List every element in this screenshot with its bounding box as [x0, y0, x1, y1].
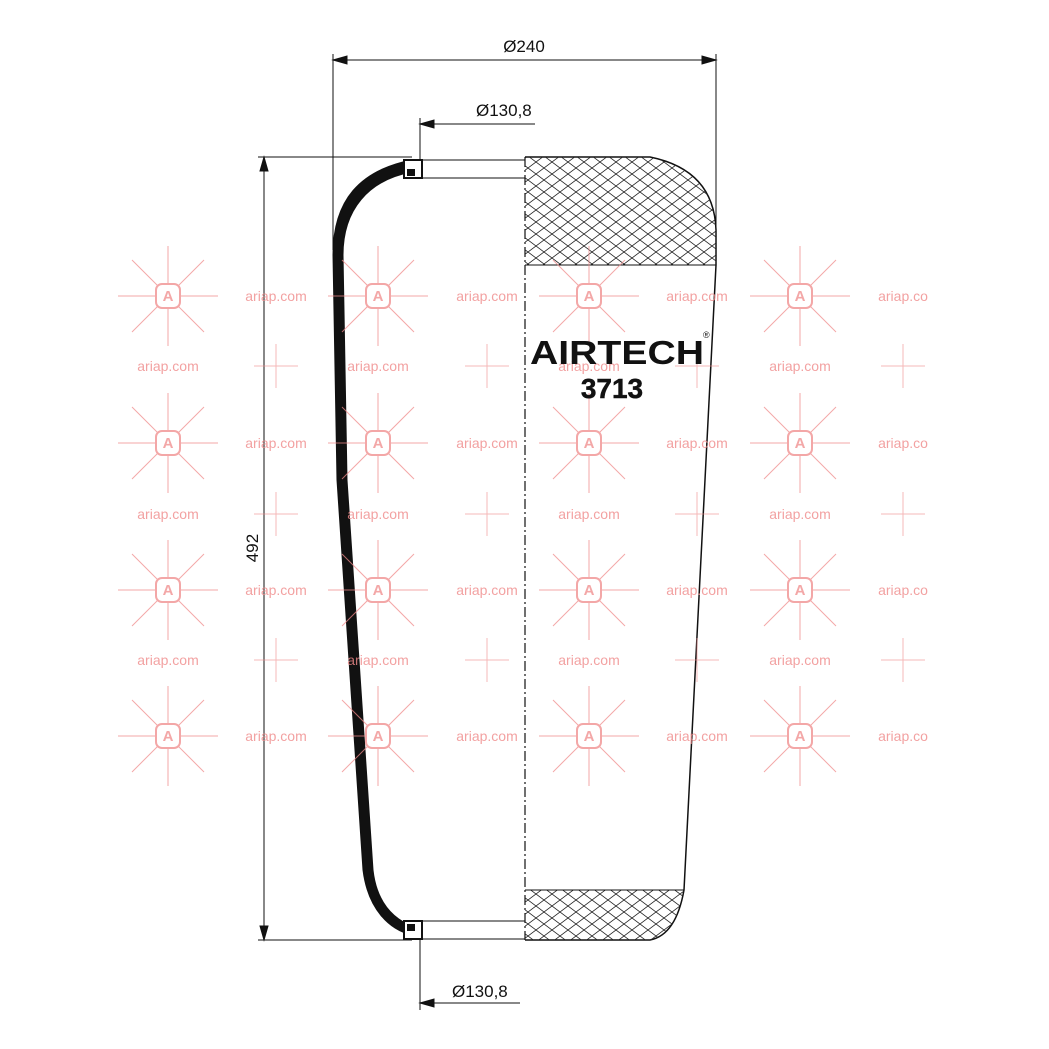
- top-plate-diameter-label: Ø130,8: [476, 101, 532, 120]
- watermark-cross: [254, 344, 298, 388]
- watermark-text: ariap.com: [245, 435, 306, 451]
- dimension-lines: [258, 54, 718, 1010]
- watermark-text: ariap.com: [769, 506, 830, 522]
- watermark-badge-letter: A: [163, 435, 174, 452]
- watermark-badge-letter: A: [163, 288, 174, 305]
- watermark-badge: A: [539, 246, 639, 346]
- watermark-badge: A: [118, 686, 218, 786]
- watermark-badge-letter: A: [584, 435, 595, 452]
- watermark-text: ariap.com: [666, 582, 727, 598]
- watermark-text: ariap.com: [666, 435, 727, 451]
- watermark-cross: [881, 492, 925, 536]
- watermark-cross: [881, 344, 925, 388]
- watermark-badge: A: [750, 246, 850, 346]
- watermark-badge-letter: A: [373, 288, 384, 305]
- watermark-badge-letter: A: [163, 582, 174, 599]
- watermark-cross: [254, 492, 298, 536]
- air-spring-section: [332, 156, 717, 941]
- watermark-badge: A: [539, 540, 639, 640]
- watermark-badge: A: [118, 246, 218, 346]
- watermark-badge: A: [118, 540, 218, 640]
- watermark-text: ariap.com: [558, 652, 619, 668]
- watermark-text: ariap.co: [878, 435, 928, 451]
- height-label: 492: [243, 534, 262, 562]
- watermark-badge-letter: A: [373, 728, 384, 745]
- watermark-text: ariap.com: [245, 728, 306, 744]
- watermark-badge: A: [750, 686, 850, 786]
- watermark-text: ariap.com: [558, 506, 619, 522]
- watermark-text: ariap.com: [769, 358, 830, 374]
- watermark-cross: [465, 344, 509, 388]
- watermark-text: ariap.com: [245, 582, 306, 598]
- watermark-badge: A: [328, 540, 428, 640]
- watermark-badge-letter: A: [795, 582, 806, 599]
- watermark-badge-letter: A: [373, 582, 384, 599]
- watermark-text: ariap.com: [456, 582, 517, 598]
- watermark-badge-letter: A: [795, 435, 806, 452]
- watermark-badge-letter: A: [584, 288, 595, 305]
- watermark-text: ariap.co: [878, 728, 928, 744]
- watermark-badge: A: [328, 686, 428, 786]
- watermark-badge: A: [328, 393, 428, 493]
- watermark-badge-letter: A: [795, 728, 806, 745]
- watermark-text: ariap.co: [878, 288, 928, 304]
- watermark-cross: [881, 638, 925, 682]
- watermark-badge-letter: A: [584, 728, 595, 745]
- registered-mark: ®: [703, 330, 710, 340]
- watermark-badge-letter: A: [584, 582, 595, 599]
- watermark-badge-letter: A: [163, 728, 174, 745]
- watermark-text: ariap.co: [878, 582, 928, 598]
- watermark-badge: A: [539, 393, 639, 493]
- watermark-text: ariap.com: [456, 728, 517, 744]
- watermark-badge: A: [118, 393, 218, 493]
- watermark-text: ariap.com: [245, 288, 306, 304]
- watermark-text: ariap.com: [137, 358, 198, 374]
- watermark-text: ariap.com: [137, 506, 198, 522]
- watermark-text: ariap.com: [347, 652, 408, 668]
- part-number: 3713: [581, 373, 643, 404]
- watermark-cross: [254, 638, 298, 682]
- watermark-text: ariap.com: [456, 288, 517, 304]
- watermark-text: ariap.com: [769, 652, 830, 668]
- watermark-text: ariap.com: [456, 435, 517, 451]
- watermark-badge: A: [750, 393, 850, 493]
- watermark-text: ariap.com: [558, 358, 619, 374]
- watermark-cross: [465, 492, 509, 536]
- watermark-cross: [675, 638, 719, 682]
- watermark-text: ariap.com: [347, 506, 408, 522]
- bottom-plate-diameter-label: Ø130,8: [452, 982, 508, 1001]
- watermark-badge: A: [539, 686, 639, 786]
- outer-diameter-label: Ø240: [503, 37, 545, 56]
- watermark-badge-letter: A: [373, 435, 384, 452]
- watermark-text: ariap.com: [137, 652, 198, 668]
- brand-logo-text: AIRTECH: [530, 334, 704, 371]
- watermark-badge: A: [750, 540, 850, 640]
- watermark-badge-letter: A: [795, 288, 806, 305]
- watermark-text: ariap.com: [666, 728, 727, 744]
- watermark-cross: [465, 638, 509, 682]
- watermark-text: ariap.com: [347, 358, 408, 374]
- watermark-badge: A: [328, 246, 428, 346]
- watermark-cross: [675, 492, 719, 536]
- watermark-text: ariap.com: [666, 288, 727, 304]
- watermark-cross: [675, 344, 719, 388]
